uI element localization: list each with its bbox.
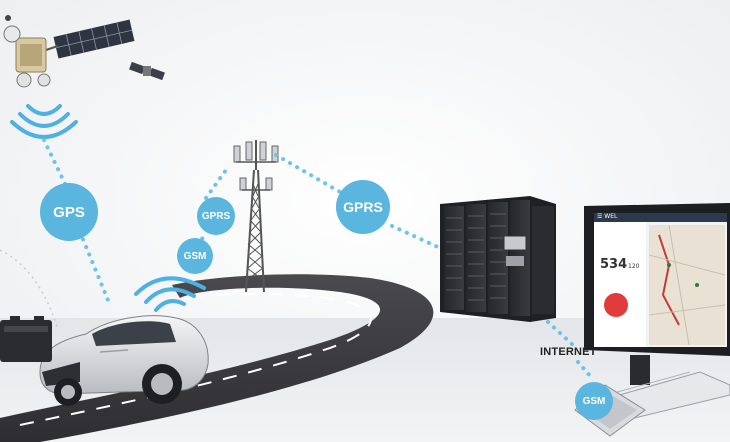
link-gprs-tower xyxy=(204,168,228,200)
link-internet-gsm xyxy=(576,360,594,380)
small-satellite xyxy=(129,61,165,81)
gps-label-bubble: GPS xyxy=(40,183,98,241)
link-gps-car xyxy=(78,230,112,307)
gprs-link-label: GPRS xyxy=(343,199,383,215)
dashboard-stat-primary: 534 xyxy=(600,257,628,272)
gsm-tower-bubble: GSM xyxy=(177,238,213,274)
server-racks xyxy=(440,196,556,322)
dashboard-stat-secondary: 120 xyxy=(628,263,640,270)
tracking-dashboard-screen: ☰ WEL 534 120 xyxy=(594,213,727,347)
dashboard-left-panel xyxy=(594,222,646,347)
link-gprs-server xyxy=(390,224,442,250)
dashboard-topbar xyxy=(594,213,727,222)
gsm-phone-bubble: GSM xyxy=(575,382,613,420)
dashboard-pie-chart xyxy=(604,293,628,317)
road xyxy=(0,274,434,442)
internet-label: INTERNET xyxy=(540,346,597,358)
dashboard-map-routes xyxy=(648,224,726,346)
dashboard-map xyxy=(648,224,726,346)
gps-label: GPS xyxy=(53,203,85,221)
car xyxy=(39,315,209,406)
satellite xyxy=(3,15,135,88)
gsm-tower-label: GSM xyxy=(183,250,207,262)
link-satellite-gps xyxy=(42,138,70,192)
cell-tower xyxy=(233,140,279,293)
car-signal-waves xyxy=(134,276,206,312)
dashboard-brand: ☰ WEL xyxy=(597,213,618,220)
gprs-tower-bubble: GPRS xyxy=(197,197,235,235)
gsm-phone-label: GSM xyxy=(582,395,606,407)
gprs-tower-label: GPRS xyxy=(201,210,231,222)
satellite-signal-waves xyxy=(10,104,78,139)
link-server-internet xyxy=(546,320,576,348)
gprs-link-bubble: GPRS xyxy=(336,180,390,234)
gps-tracker-device xyxy=(0,316,52,362)
